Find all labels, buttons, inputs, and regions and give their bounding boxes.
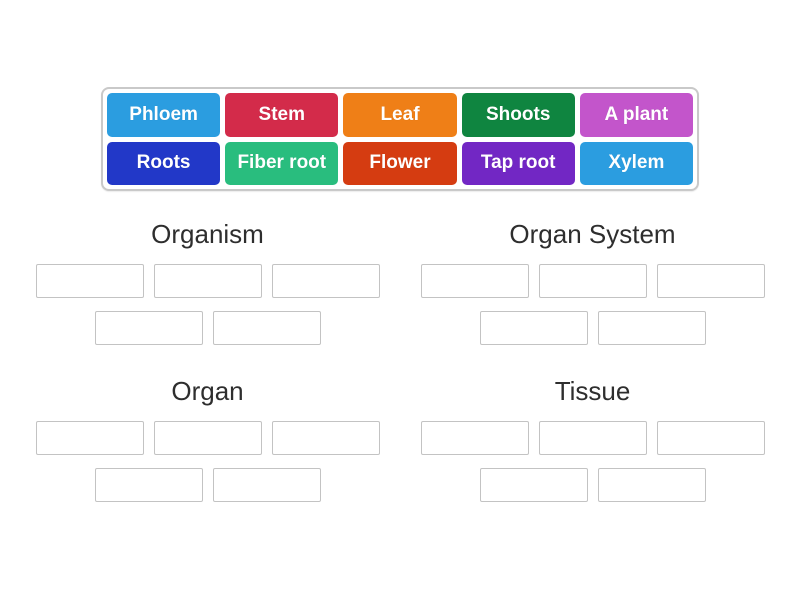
drop-slot[interactable] xyxy=(271,264,380,298)
group-title-organ: Organ xyxy=(171,376,244,406)
drop-slot[interactable] xyxy=(538,421,647,455)
drop-slot[interactable] xyxy=(656,264,765,298)
group-tissue: Tissue xyxy=(420,375,765,502)
word-chip-phloem[interactable]: Phloem xyxy=(107,93,221,137)
slot-row xyxy=(35,311,380,345)
slot-row xyxy=(420,311,765,345)
group-title-organism: Organism xyxy=(151,219,264,249)
drop-slot[interactable] xyxy=(597,468,706,502)
word-chip-shoots[interactable]: Shoots xyxy=(461,93,575,137)
word-chip-tap-root[interactable]: Tap root xyxy=(461,141,575,185)
slot-row xyxy=(35,468,380,502)
drop-slot[interactable] xyxy=(153,264,262,298)
drop-slot[interactable] xyxy=(212,311,321,345)
word-chip-flower[interactable]: Flower xyxy=(343,141,457,185)
drop-slot[interactable] xyxy=(153,421,262,455)
drop-slot[interactable] xyxy=(479,468,588,502)
word-chip-fiber-root[interactable]: Fiber root xyxy=(225,141,339,185)
drop-slot[interactable] xyxy=(35,264,144,298)
word-chip-stem[interactable]: Stem xyxy=(225,93,339,137)
group-title-tissue: Tissue xyxy=(554,376,631,406)
drop-slot[interactable] xyxy=(597,311,706,345)
word-chip-xylem[interactable]: Xylem xyxy=(579,141,693,185)
word-chip-a-plant[interactable]: A plant xyxy=(579,93,693,137)
drop-slot[interactable] xyxy=(271,421,380,455)
group-organism: Organism xyxy=(35,218,380,345)
drop-slot[interactable] xyxy=(94,468,203,502)
drop-slot[interactable] xyxy=(420,264,529,298)
drop-slot[interactable] xyxy=(212,468,321,502)
drop-slot[interactable] xyxy=(656,421,765,455)
word-chip-leaf[interactable]: Leaf xyxy=(343,93,457,137)
slot-row xyxy=(420,421,765,455)
drop-slot[interactable] xyxy=(538,264,647,298)
slot-row xyxy=(420,468,765,502)
group-organ: Organ xyxy=(35,375,380,502)
drop-slot[interactable] xyxy=(420,421,529,455)
word-chip-roots[interactable]: Roots xyxy=(107,141,221,185)
slot-row xyxy=(35,421,380,455)
word-tray: Phloem Stem Leaf Shoots A plant Roots Fi… xyxy=(101,87,699,191)
slot-row xyxy=(35,264,380,298)
slot-row xyxy=(420,264,765,298)
drop-slot[interactable] xyxy=(94,311,203,345)
drop-slot[interactable] xyxy=(479,311,588,345)
group-title-organ-system: Organ System xyxy=(509,219,676,249)
drop-slot[interactable] xyxy=(35,421,144,455)
group-organ-system: Organ System xyxy=(420,218,765,345)
